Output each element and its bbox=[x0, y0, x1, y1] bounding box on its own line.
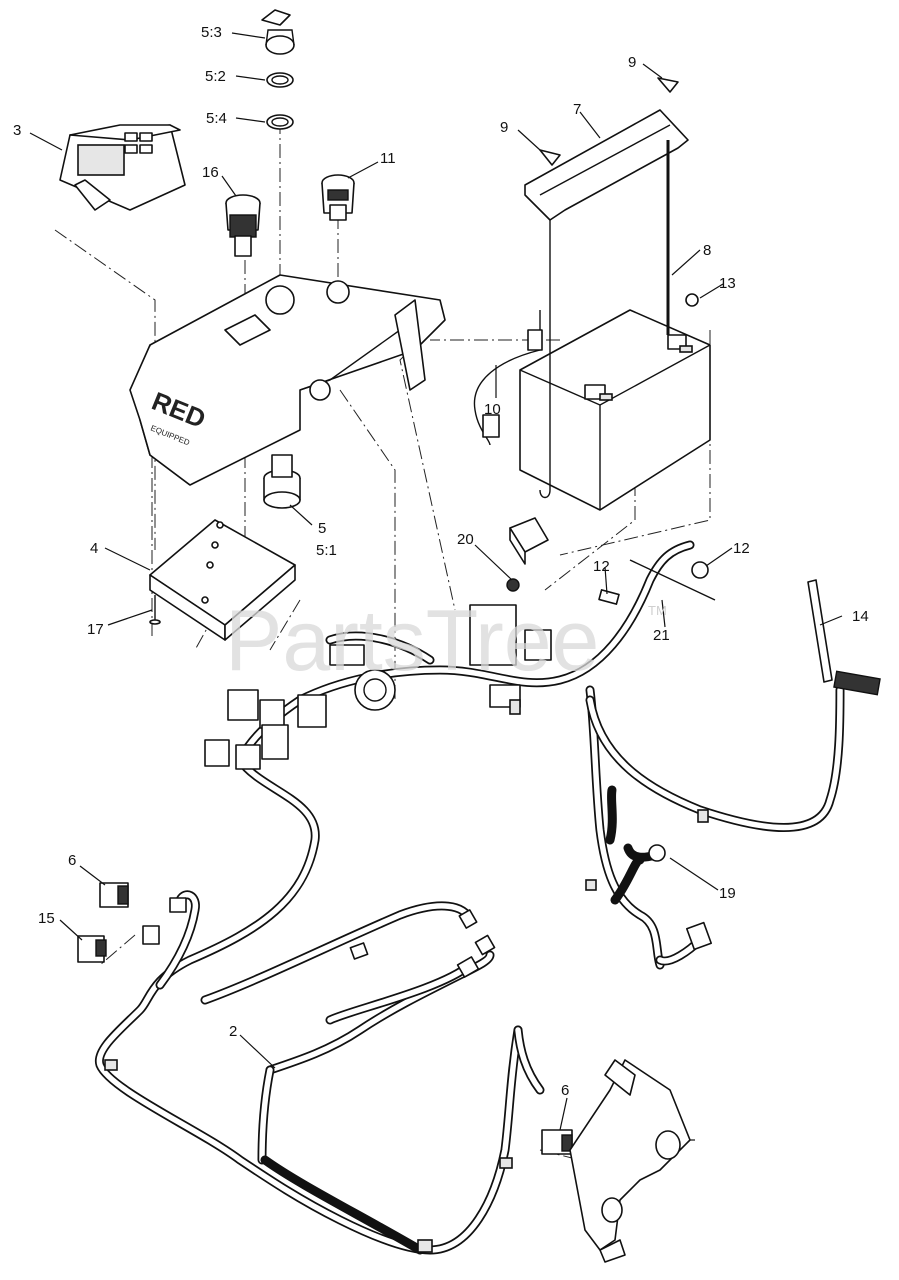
wing-nut-left[interactable] bbox=[539, 149, 561, 166]
callout-12-right: 12 bbox=[733, 540, 750, 557]
terminal-cap-13[interactable] bbox=[685, 293, 699, 307]
callout-19: 19 bbox=[719, 885, 736, 902]
callout-11: 11 bbox=[380, 150, 396, 167]
callout-9-right: 9 bbox=[628, 54, 636, 71]
callout-5-2: 5:2 bbox=[205, 68, 226, 85]
wire-harness[interactable] bbox=[94, 540, 845, 1255]
callout-10: 10 bbox=[484, 401, 501, 418]
battery[interactable] bbox=[519, 309, 711, 511]
callout-12-left: 12 bbox=[593, 558, 610, 575]
bolt-12-right[interactable] bbox=[691, 561, 709, 579]
callout-3: 3 bbox=[13, 122, 21, 139]
callout-2: 2 bbox=[229, 1023, 237, 1040]
callout-15: 15 bbox=[38, 910, 55, 927]
callout-5-4: 5:4 bbox=[206, 110, 227, 127]
relay-20[interactable] bbox=[506, 517, 549, 592]
callout-5-3: 5:3 bbox=[201, 24, 222, 41]
ground-cable-19[interactable] bbox=[623, 843, 666, 862]
callout-16: 16 bbox=[202, 164, 219, 181]
harness-connectors[interactable] bbox=[104, 809, 713, 1253]
callout-7: 7 bbox=[573, 101, 581, 118]
power-outlet[interactable] bbox=[321, 174, 355, 221]
watermark-trademark: TM bbox=[648, 603, 667, 618]
connector-cluster[interactable] bbox=[204, 604, 552, 770]
brake-switch-6[interactable] bbox=[541, 1129, 573, 1155]
ignition-switch[interactable] bbox=[263, 454, 301, 509]
switch-15[interactable] bbox=[77, 935, 107, 963]
leader-lines bbox=[29, 32, 843, 1141]
callout-6-top: 6 bbox=[68, 852, 76, 869]
callout-17: 17 bbox=[87, 621, 104, 638]
dash-panel[interactable]: RED EQUIPPED bbox=[129, 274, 446, 486]
screw-head-17 bbox=[149, 619, 161, 625]
callout-5: 5 bbox=[318, 520, 326, 537]
watermark-text: PartsTree bbox=[225, 593, 599, 689]
pump-bracket bbox=[569, 1059, 691, 1263]
callout-6-bottom: 6 bbox=[561, 1082, 569, 1099]
controller-box[interactable] bbox=[149, 519, 296, 641]
callout-9-left: 9 bbox=[500, 119, 508, 136]
callout-4: 4 bbox=[90, 540, 98, 557]
callout-labels: 5:3 5:2 5:4 3 16 11 9 9 7 8 13 10 5 5:1 … bbox=[13, 24, 869, 1099]
rod-j-hook bbox=[539, 220, 551, 499]
display-module[interactable] bbox=[59, 124, 186, 211]
callout-14: 14 bbox=[852, 608, 869, 625]
callout-5-1: 5:1 bbox=[316, 542, 337, 559]
cable-tie-14[interactable] bbox=[807, 579, 881, 696]
pto-switch[interactable] bbox=[225, 194, 261, 257]
key-switch-parts[interactable] bbox=[261, 9, 295, 130]
callout-8: 8 bbox=[703, 242, 711, 259]
bolt-12-left[interactable] bbox=[598, 589, 620, 605]
wing-nut-right[interactable] bbox=[657, 77, 679, 93]
cable-10-clip bbox=[482, 414, 500, 438]
cable-10-terminal bbox=[527, 329, 543, 351]
seat-switch-6[interactable] bbox=[99, 882, 129, 908]
strap-21[interactable] bbox=[629, 559, 716, 601]
callout-20: 20 bbox=[457, 531, 474, 548]
battery-holddown[interactable] bbox=[524, 109, 689, 221]
callout-13: 13 bbox=[719, 275, 736, 292]
callout-21: 21 bbox=[653, 627, 670, 644]
